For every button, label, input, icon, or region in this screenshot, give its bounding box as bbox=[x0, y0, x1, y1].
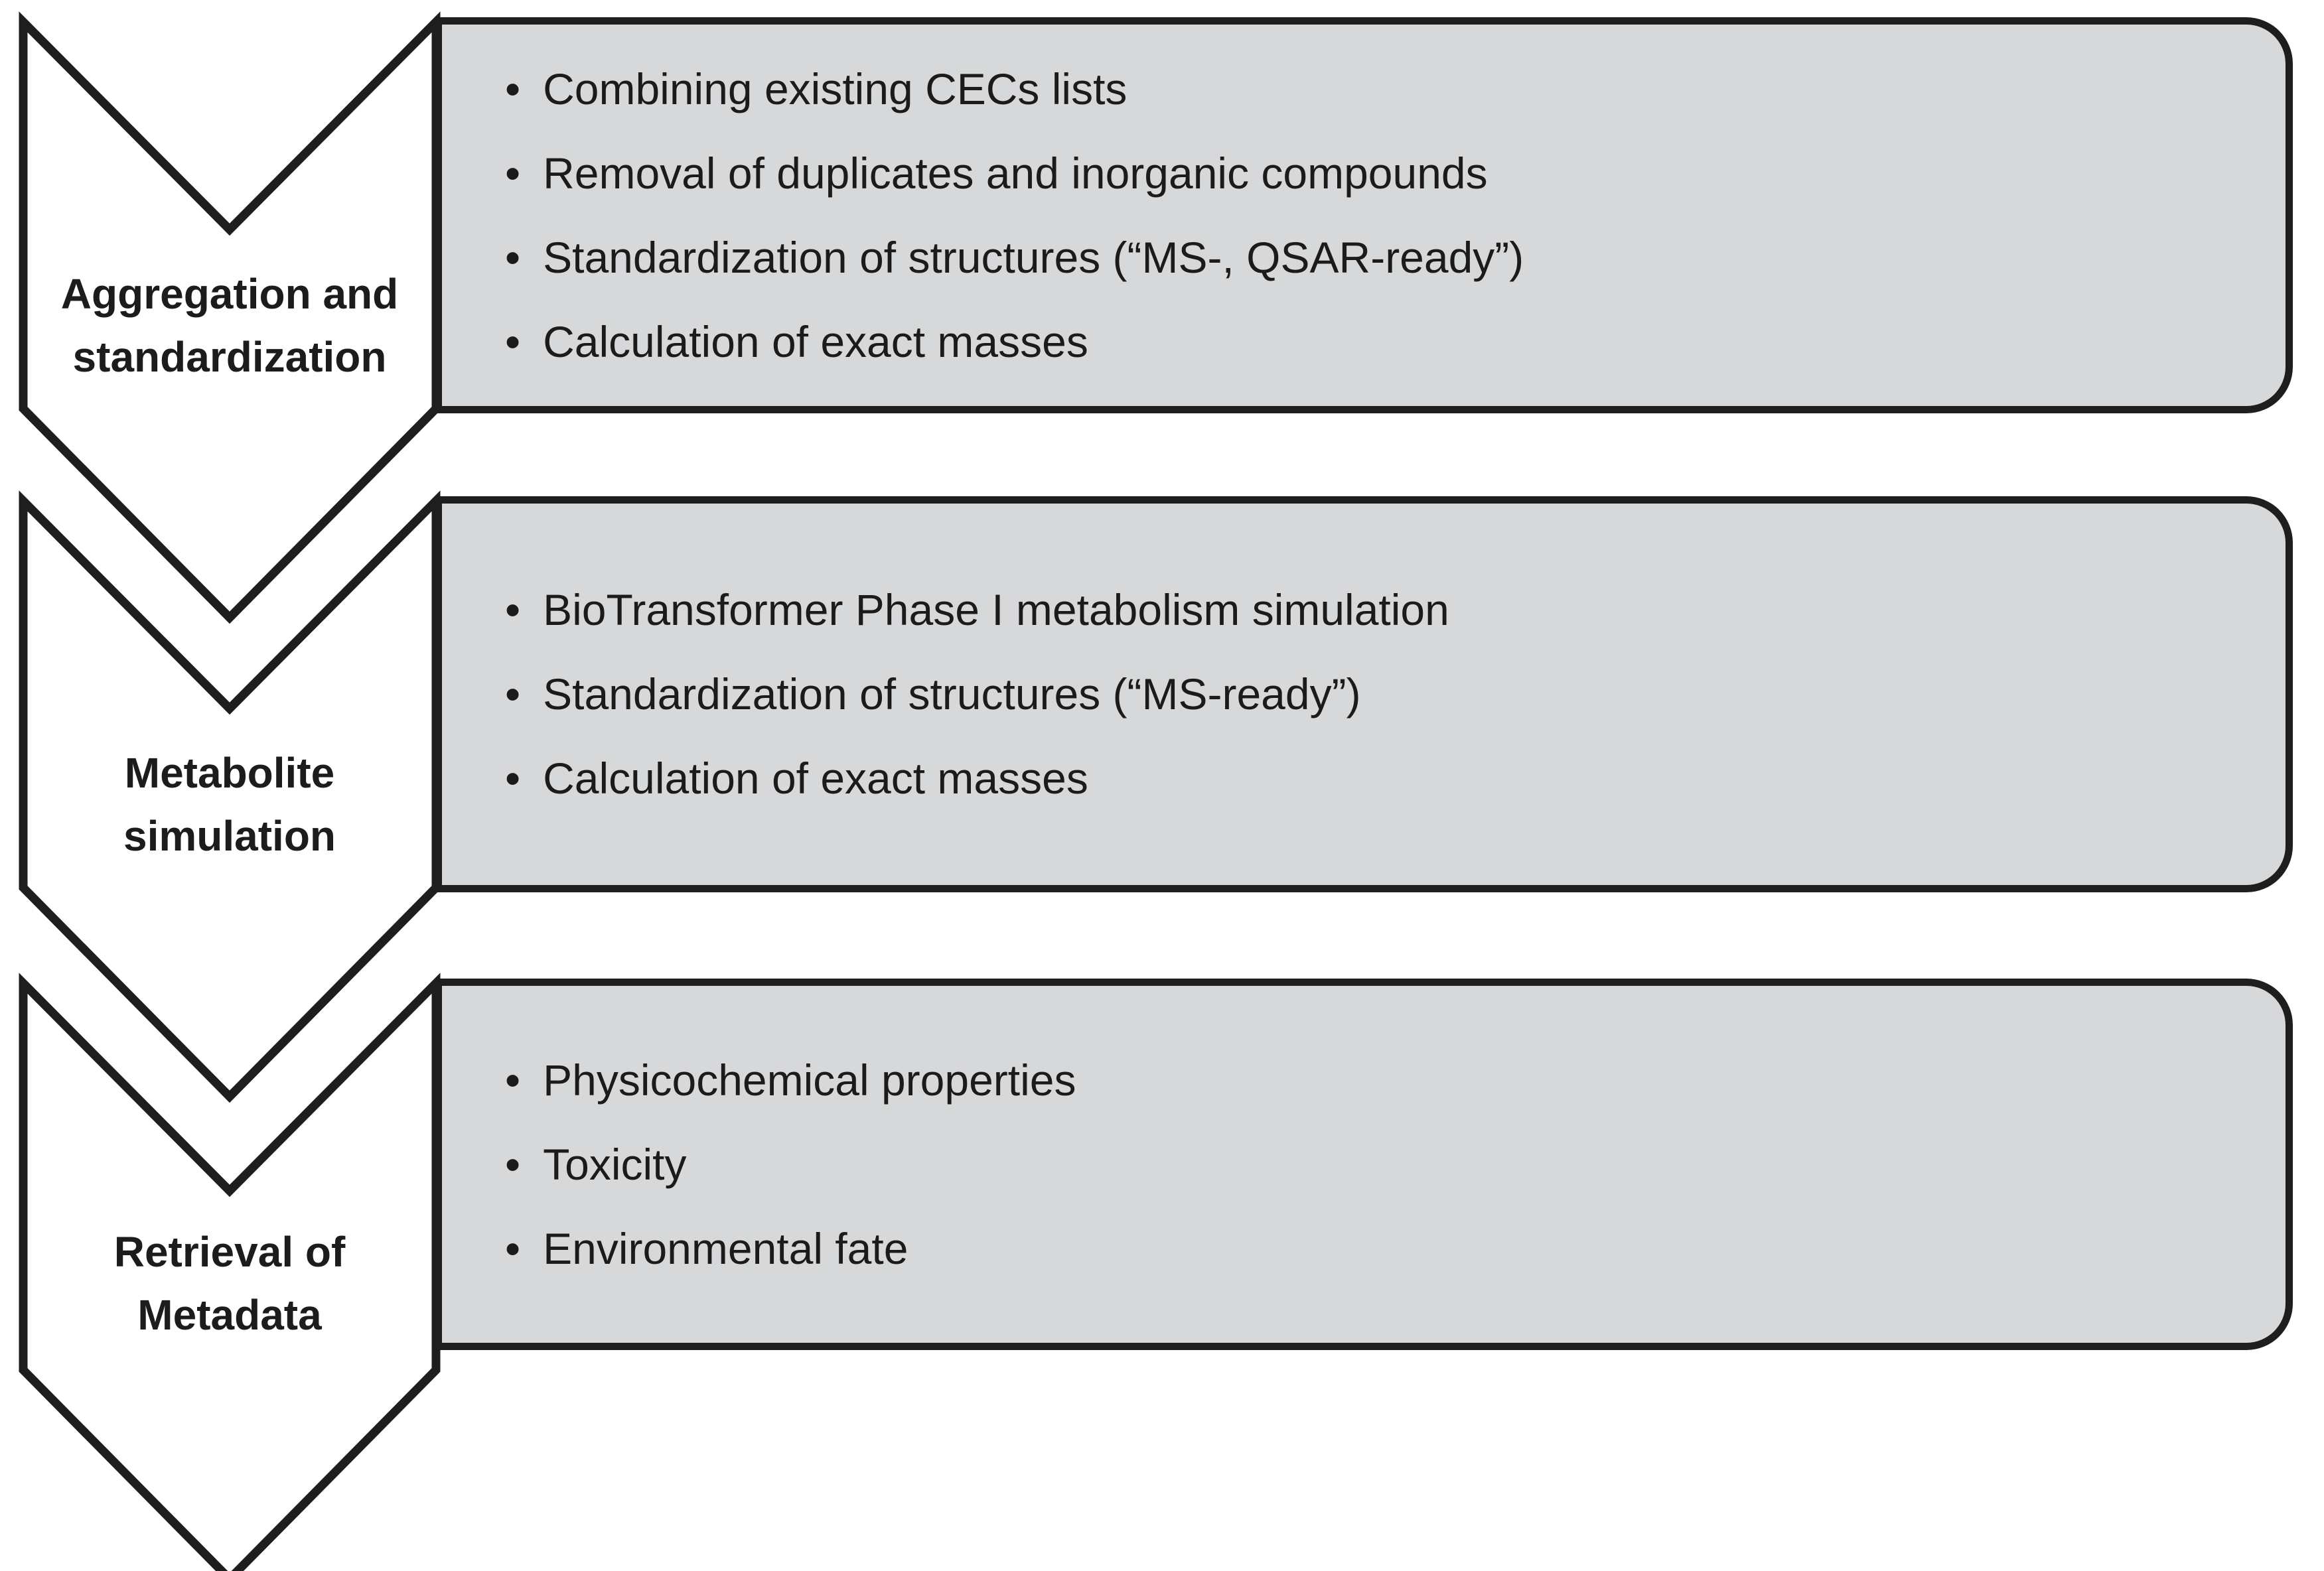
list-item: • Physicochemical properties bbox=[505, 1038, 2259, 1123]
stage-label-line: simulation bbox=[123, 812, 336, 860]
stage-label-line: Retrieval of bbox=[113, 1228, 346, 1276]
list-item: • Calculation of exact masses bbox=[505, 300, 2259, 384]
stage-label-line: Metabolite bbox=[124, 749, 335, 797]
list-item: • Standardization of structures (“MS-, Q… bbox=[505, 216, 2259, 300]
bullet-dot-icon: • bbox=[505, 1055, 521, 1105]
bullet-list: • Physicochemical properties • Toxicity … bbox=[442, 1038, 2286, 1291]
bullet-dot-icon: • bbox=[505, 1223, 521, 1273]
bullet-text: Toxicity bbox=[543, 1139, 687, 1189]
stage-label-line: Aggregation and bbox=[60, 270, 399, 318]
bullet-dot-icon: • bbox=[505, 1139, 521, 1189]
bullet-text: Environmental fate bbox=[543, 1223, 908, 1273]
list-item: • Removal of duplicates and inorganic co… bbox=[505, 131, 2259, 216]
stage-label-aggregation: Aggregation and standardization bbox=[19, 263, 441, 389]
bullet-dot-icon: • bbox=[505, 232, 521, 282]
bullet-text: Calculation of exact masses bbox=[543, 754, 1088, 803]
chevron-arrow-stage-3 bbox=[19, 973, 441, 1571]
list-item: • Environmental fate bbox=[505, 1207, 2259, 1291]
bullet-text: Calculation of exact masses bbox=[543, 316, 1088, 366]
bullet-dot-icon: • bbox=[505, 669, 521, 718]
list-item: • BioTransformer Phase I metabolism simu… bbox=[505, 568, 2259, 652]
stage-label-metabolite: Metabolite simulation bbox=[19, 742, 441, 868]
bullet-list: • Combining existing CECs lists • Remova… bbox=[442, 47, 2286, 384]
bullet-text: Combining existing CECs lists bbox=[543, 64, 1127, 113]
list-item: • Calculation of exact masses bbox=[505, 736, 2259, 821]
stage-label-line: standardization bbox=[72, 333, 387, 381]
bullet-text: Physicochemical properties bbox=[543, 1055, 1076, 1105]
stage-detail-box-aggregation: • Combining existing CECs lists • Remova… bbox=[435, 17, 2293, 413]
stage-label-metadata: Retrieval of Metadata bbox=[19, 1221, 441, 1347]
bullet-text: Removal of duplicates and inorganic comp… bbox=[543, 148, 1488, 198]
list-item: • Standardization of structures (“MS-rea… bbox=[505, 652, 2259, 736]
bullet-dot-icon: • bbox=[505, 64, 521, 113]
stage-detail-box-metabolite: • BioTransformer Phase I metabolism simu… bbox=[435, 496, 2293, 892]
list-item: • Combining existing CECs lists bbox=[505, 47, 2259, 131]
bullet-text: Standardization of structures (“MS-ready… bbox=[543, 669, 1361, 718]
bullet-dot-icon: • bbox=[505, 754, 521, 803]
chevron-down-icon bbox=[19, 973, 441, 1571]
bullet-dot-icon: • bbox=[505, 148, 521, 198]
bullet-list: • BioTransformer Phase I metabolism simu… bbox=[442, 568, 2286, 821]
list-item: • Toxicity bbox=[505, 1123, 2259, 1207]
bullet-dot-icon: • bbox=[505, 585, 521, 634]
stage-label-line: Metadata bbox=[137, 1291, 322, 1339]
bullet-dot-icon: • bbox=[505, 316, 521, 366]
bullet-text: Standardization of structures (“MS-, QSA… bbox=[543, 232, 1524, 282]
bullet-text: BioTransformer Phase I metabolism simula… bbox=[543, 585, 1449, 634]
stage-detail-box-metadata: • Physicochemical properties • Toxicity … bbox=[435, 979, 2293, 1350]
